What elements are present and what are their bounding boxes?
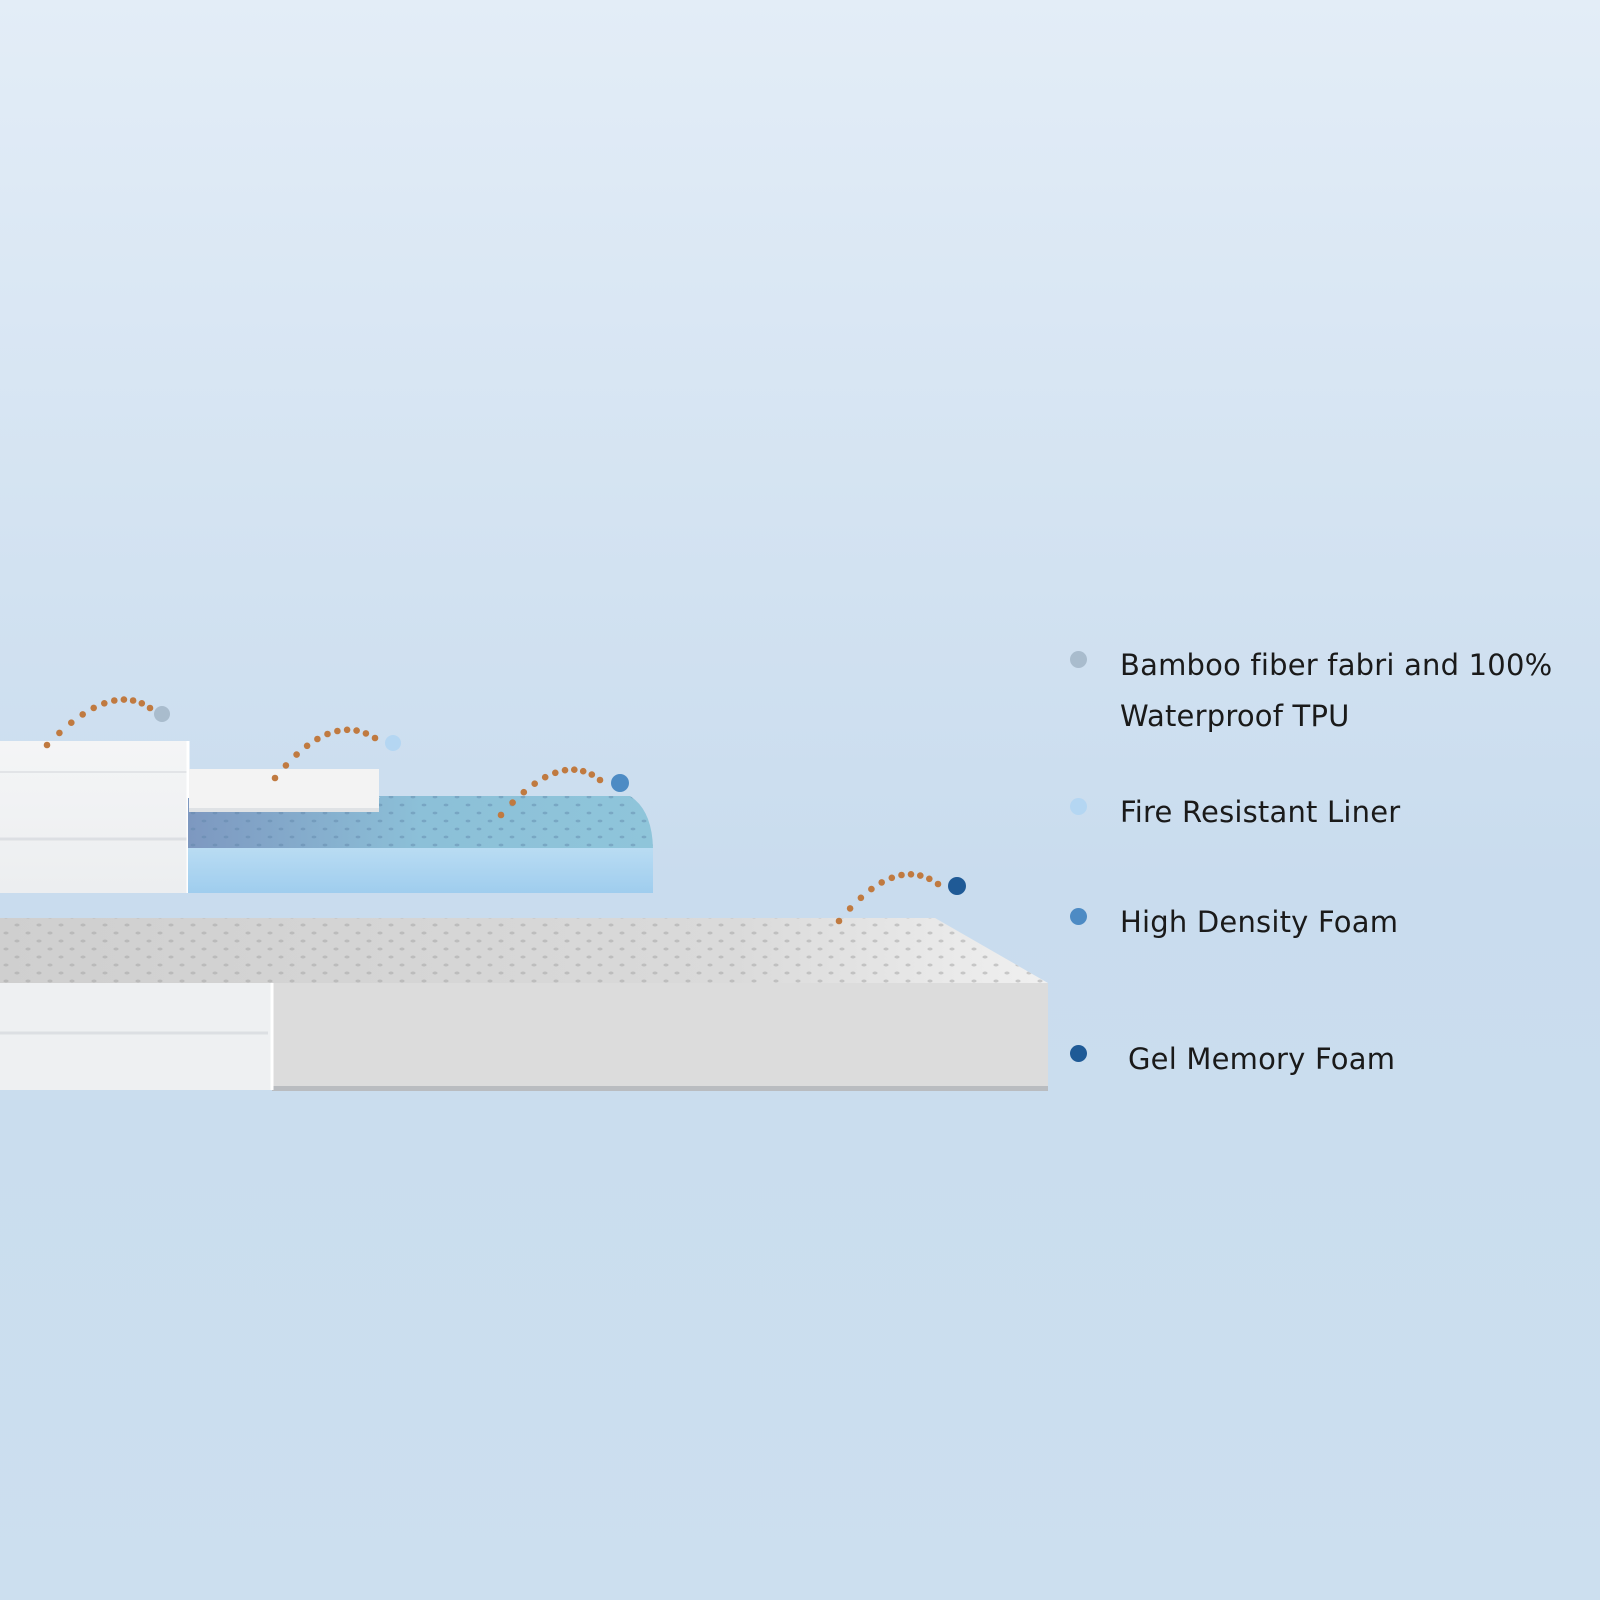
connector-dot-gel	[868, 885, 875, 893]
connector-dot-gel	[926, 875, 933, 883]
mattress-base	[0, 918, 1048, 1091]
legend-item-high-density: High Density Foam	[1070, 897, 1590, 948]
connector-dot-liner	[314, 735, 321, 743]
layer-marker-gel	[948, 877, 966, 895]
base-front-shadow	[272, 1086, 1048, 1091]
connector-dot-bamboo	[43, 741, 51, 749]
legend-label-gel: Gel Memory Foam	[1128, 1042, 1396, 1076]
legend-item-bamboo: Bamboo fiber fabri and 100% Waterproof T…	[1070, 640, 1590, 742]
layer-marker-liner	[385, 735, 401, 751]
callout-connectors	[43, 696, 966, 925]
legend-item-gel: Gel Memory Foam	[1070, 1034, 1598, 1085]
connector-dot-gel	[878, 879, 885, 886]
layer-marker-high-density	[611, 774, 629, 792]
gel-layer-side	[188, 848, 653, 893]
connector-dot-bamboo	[56, 729, 63, 737]
connector-dot-bamboo	[79, 711, 86, 718]
connector-dot-liner	[324, 730, 331, 738]
connector-dot-liner	[371, 734, 379, 742]
connector-dot-high-density	[561, 766, 569, 774]
connector-dot-liner	[362, 730, 370, 737]
connector-dot-bamboo	[90, 704, 97, 712]
cover-block	[0, 741, 188, 893]
connector-dot-gel	[835, 917, 843, 925]
connector-dot-liner	[334, 727, 341, 735]
connector-dot-gel	[917, 872, 924, 879]
connector-dot-gel	[888, 874, 896, 882]
connector-dot-high-density	[520, 788, 528, 796]
connector-dot-high-density	[579, 767, 587, 775]
connector-dot-high-density	[596, 776, 604, 784]
connector-dot-liner	[293, 751, 300, 758]
connector-dot-liner	[282, 762, 290, 769]
legend-marker-high-density	[1070, 908, 1087, 925]
legend-marker-bamboo	[1070, 651, 1087, 668]
base-top-face-holes	[0, 918, 1048, 983]
connector-dot-liner	[303, 742, 311, 750]
connector-dot-liner	[271, 774, 279, 782]
base-cover-side	[0, 983, 272, 1090]
connector-dot-gel	[898, 871, 905, 879]
layer-marker-bamboo	[154, 706, 170, 722]
connector-dot-high-density	[571, 766, 578, 773]
connector-dot-high-density	[497, 811, 505, 819]
legend-marker-liner	[1070, 798, 1087, 815]
connector-dot-high-density	[552, 769, 559, 777]
connector-dot-bamboo	[101, 700, 108, 707]
liner-sheet	[189, 769, 379, 812]
connector-dot-bamboo	[111, 697, 118, 704]
connector-dot-high-density	[541, 773, 549, 781]
legend-label-high-density: High Density Foam	[1120, 905, 1399, 939]
connector-dot-gel	[846, 905, 854, 912]
legend-marker-gel	[1070, 1045, 1087, 1062]
connector-dot-bamboo	[146, 704, 154, 712]
base-front-face	[272, 983, 1048, 1090]
connector-dot-liner	[343, 726, 351, 734]
legend-item-liner: Fire Resistant Liner	[1070, 787, 1590, 838]
connector-dot-high-density	[509, 799, 516, 806]
connector-dot-bamboo	[120, 696, 128, 703]
connector-dot-high-density	[531, 780, 538, 787]
legend-label-bamboo: Bamboo fiber fabri and 100% Waterproof T…	[1120, 648, 1553, 733]
connector-dot-bamboo	[138, 700, 146, 707]
upper-layers	[0, 741, 653, 893]
connector-dot-gel	[857, 894, 865, 902]
legend-label-liner: Fire Resistant Liner	[1120, 795, 1401, 829]
connector-dot-gel	[907, 871, 915, 878]
connector-dot-bamboo	[68, 719, 75, 726]
connector-dot-liner	[353, 727, 360, 734]
connector-dot-high-density	[588, 771, 596, 778]
liner-sheet-edge	[189, 808, 379, 812]
connector-dot-bamboo	[129, 697, 137, 704]
connector-dot-gel	[934, 880, 942, 888]
